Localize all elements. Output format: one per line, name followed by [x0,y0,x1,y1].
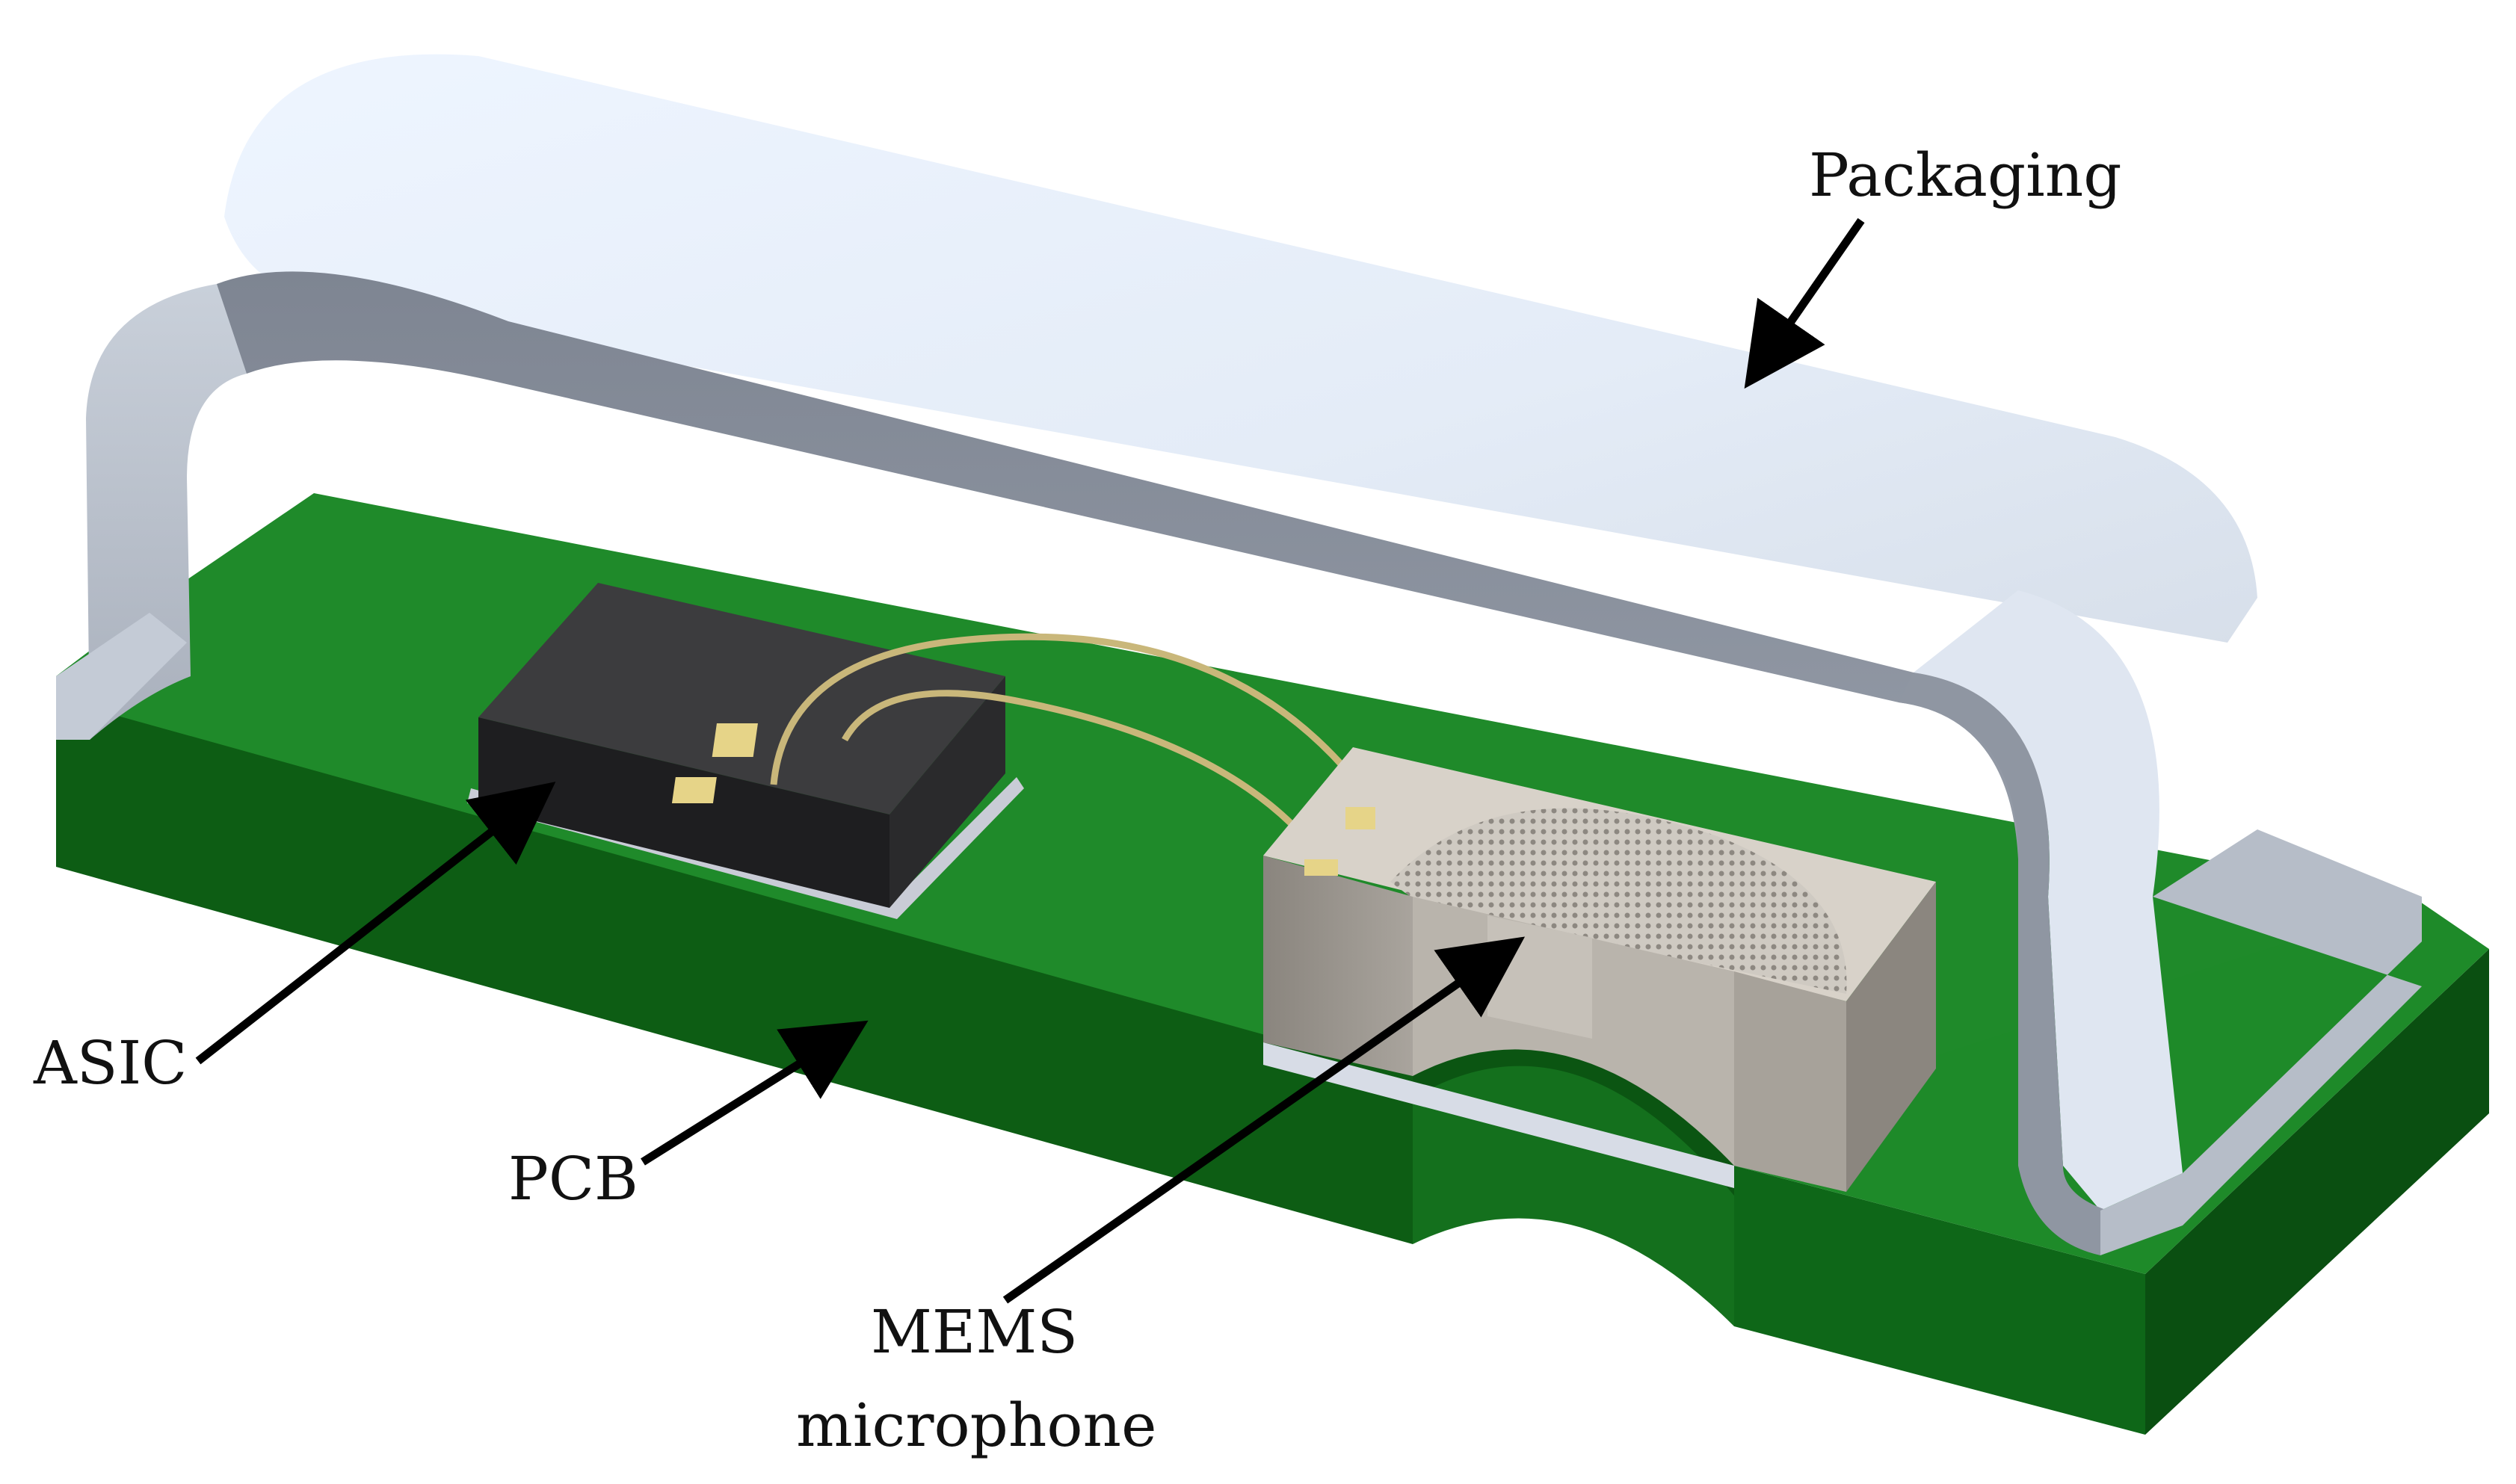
mems-side-face [1846,882,1936,1192]
pcb-front-face [56,699,1413,1244]
pcb-arrow [641,1020,869,1166]
pcb-label: PCB [508,1144,638,1214]
asic-label: ASIC [33,1028,187,1098]
mems-diaphragm [1390,808,1847,994]
pcb-sound-port-wall [1413,1036,1734,1196]
packaging-arrow [1744,217,1865,389]
asic-top-face [478,583,1005,814]
mems-front-face-right [1734,971,1846,1192]
pcb-front-face-right [1734,1166,2145,1435]
bond-wire-2 [842,690,1333,873]
cap-inner-edge [217,271,2020,859]
asic-bond-pad-2 [671,777,717,803]
mems-label-line1: MEMS [871,1297,1078,1367]
cap-right-leg-shadow [1899,673,2108,1255]
asic-bond-pad [712,723,758,757]
asic-arrow [195,782,556,1065]
asic-chip [467,583,1024,919]
callout-arrows [195,217,1865,1304]
bond-wires [770,633,1378,873]
cap-top-surface [224,54,2257,643]
mems-base [1263,1042,1734,1188]
mems-bond-pad [1345,807,1375,829]
mems-front-face-left [1263,856,1413,1076]
bond-wire-1 [770,633,1378,809]
mems-arrow [1002,936,1526,1304]
cap-right-leg [1914,590,2183,1211]
asic-side-face [889,676,1005,908]
mems-label-line2: microphone [796,1391,1156,1460]
mems-bond-pad-2 [1304,859,1338,876]
asic-front-face [478,717,889,908]
cap-left-foot [56,613,187,740]
cap-right-flange [2100,829,2422,1255]
packaging-label: Packaging [1809,140,2121,210]
packaging-cap [56,54,2422,1255]
pcb-right-face [2145,949,2489,1435]
